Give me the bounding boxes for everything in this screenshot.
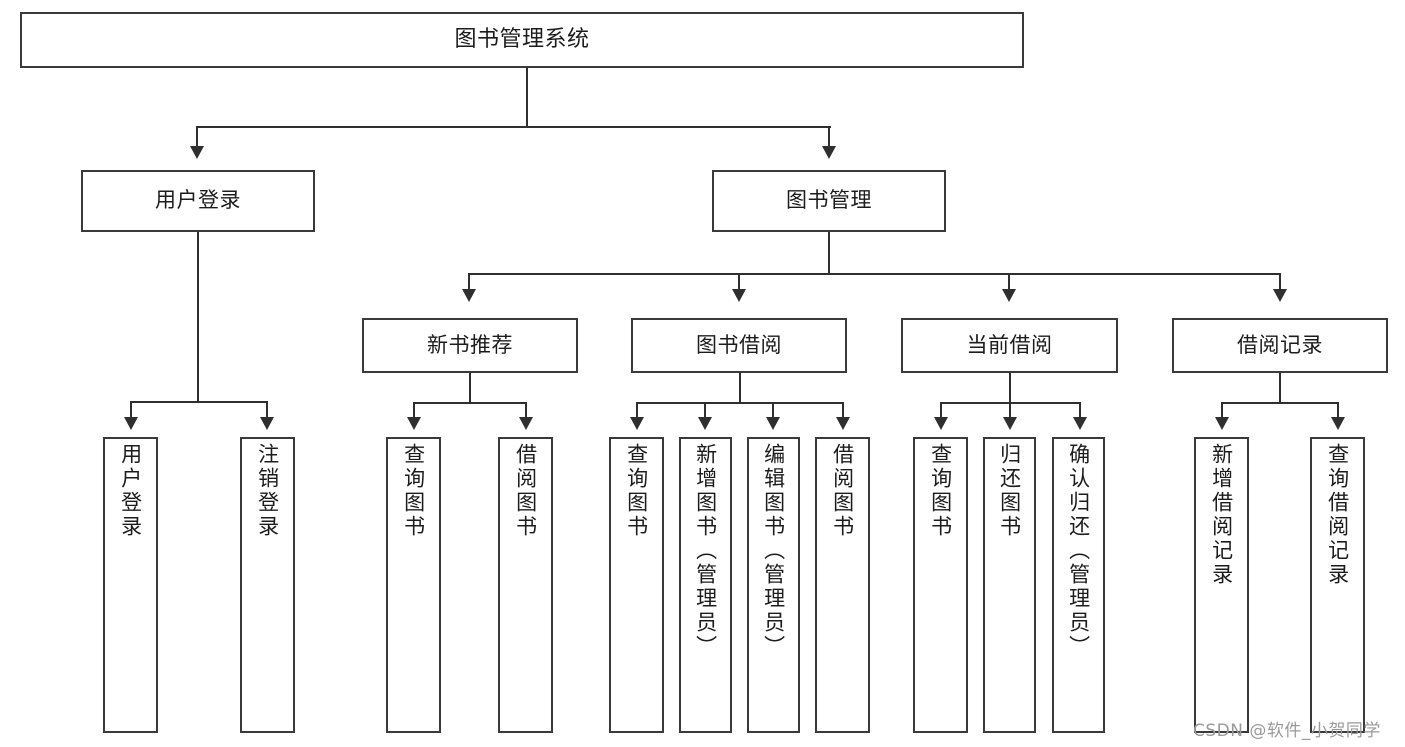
node-label: 图书管理系统 — [454, 26, 590, 52]
connector-root-bus — [197, 126, 831, 128]
node-new-book-recommend[interactable]: 新书推荐 — [362, 318, 578, 373]
connector-bookmanage-c4 — [1279, 273, 1281, 290]
node-label: 借阅记录 — [1237, 332, 1323, 357]
connector-root-to-book-manage — [828, 126, 830, 148]
leaf-new-book-borrow[interactable]: 借阅图书 — [498, 437, 553, 733]
connector-bookborrow-stem — [739, 373, 741, 403]
leaf-current-borrow-query[interactable]: 查询图书 — [913, 437, 968, 733]
connector-bookmanage-c3 — [1008, 273, 1010, 290]
arrow-bookmanage-c4 — [1273, 289, 1287, 302]
node-label: 编辑图书（管理员） — [761, 443, 786, 659]
connector-currentborrow-b1 — [940, 402, 942, 418]
csdn-watermark: CSDN @软件_小贺同学 — [1193, 721, 1381, 741]
connector-bookmanage-c2 — [738, 273, 740, 290]
leaf-user-login-signout[interactable]: 注销登录 — [240, 437, 295, 733]
connector-bookborrow-bus — [637, 402, 844, 404]
connector-bookborrow-b2 — [704, 402, 706, 418]
arrow-bookmanage-c1 — [462, 289, 476, 302]
node-label: 用户登录 — [118, 443, 143, 539]
arrow-bookborrow-b1 — [630, 417, 644, 430]
arrow-borrowrecord-b2 — [1331, 417, 1345, 430]
connector-borrowrecord-stem — [1279, 373, 1281, 403]
connector-currentborrow-stem — [1009, 373, 1011, 403]
connector-newbook-b2 — [525, 402, 527, 418]
connector-bookborrow-b3 — [772, 402, 774, 418]
connector-userlogin-b2 — [266, 401, 268, 418]
node-label: 确认归还（管理员） — [1066, 443, 1091, 659]
node-label: 图书借阅 — [696, 332, 782, 357]
connector-currentborrow-b3 — [1079, 402, 1081, 418]
leaf-borrow-record-query[interactable]: 查询借阅记录 — [1310, 437, 1365, 733]
arrow-userlogin-b1 — [124, 417, 138, 430]
node-label: 图书管理 — [786, 188, 872, 213]
arrow-newbook-b1 — [407, 417, 421, 430]
arrow-bookmanage-c3 — [1002, 289, 1016, 302]
connector-root-stem — [526, 68, 528, 127]
node-label: 新书推荐 — [427, 332, 513, 357]
connector-newbook-b1 — [413, 402, 415, 418]
node-root-book-management-system[interactable]: 图书管理系统 — [20, 12, 1024, 68]
node-current-borrow[interactable]: 当前借阅 — [901, 318, 1118, 373]
arrow-bookmanage-c2 — [732, 289, 746, 302]
node-book-management[interactable]: 图书管理 — [712, 170, 946, 232]
leaf-user-login-signin[interactable]: 用户登录 — [103, 437, 158, 733]
leaf-borrow-record-add[interactable]: 新增借阅记录 — [1194, 437, 1249, 733]
node-user-login[interactable]: 用户登录 — [81, 170, 315, 232]
arrow-bookborrow-b4 — [836, 417, 850, 430]
connector-bookborrow-b1 — [636, 402, 638, 418]
connector-borrowrecord-bus — [1222, 402, 1339, 404]
arrow-newbook-b2 — [519, 417, 533, 430]
connector-bookmanage-bus — [469, 273, 1281, 275]
node-label: 查询图书 — [928, 443, 953, 539]
arrow-currentborrow-b2 — [1003, 417, 1017, 430]
node-label: 查询借阅记录 — [1325, 443, 1350, 587]
connector-userlogin-stem — [197, 232, 199, 402]
leaf-book-borrow-add[interactable]: 新增图书（管理员） — [679, 437, 732, 733]
arrow-root-to-book-manage — [822, 146, 836, 159]
arrow-root-to-user-login — [190, 146, 204, 159]
connector-root-to-user-login — [196, 126, 198, 148]
leaf-book-borrow-query[interactable]: 查询图书 — [609, 437, 664, 733]
node-label: 当前借阅 — [966, 332, 1053, 357]
node-label: 查询图书 — [624, 443, 649, 539]
arrow-borrowrecord-b1 — [1215, 417, 1229, 430]
arrow-userlogin-b2 — [260, 417, 274, 430]
arrow-bookborrow-b2 — [698, 417, 712, 430]
leaf-current-borrow-return[interactable]: 归还图书 — [983, 437, 1036, 733]
connector-newbook-bus — [414, 402, 527, 404]
connector-bookborrow-b4 — [842, 402, 844, 418]
arrow-currentborrow-b1 — [934, 417, 948, 430]
leaf-book-borrow-edit[interactable]: 编辑图书（管理员） — [747, 437, 800, 733]
connector-borrowrecord-b2 — [1337, 402, 1339, 418]
arrow-currentborrow-b3 — [1073, 417, 1087, 430]
connector-newbook-stem — [469, 373, 471, 403]
connector-bookmanage-c1 — [468, 273, 470, 290]
node-label: 查询图书 — [401, 443, 426, 539]
node-label: 归还图书 — [997, 443, 1022, 539]
node-label: 新增借阅记录 — [1209, 443, 1234, 587]
node-borrow-record[interactable]: 借阅记录 — [1172, 318, 1388, 373]
connector-borrowrecord-b1 — [1221, 402, 1223, 418]
node-label: 借阅图书 — [513, 443, 538, 539]
connector-userlogin-bus — [131, 401, 267, 403]
connector-currentborrow-b2 — [1009, 402, 1011, 418]
node-label: 新增图书（管理员） — [693, 443, 718, 659]
leaf-new-book-query[interactable]: 查询图书 — [386, 437, 441, 733]
node-label: 注销登录 — [255, 443, 280, 539]
arrow-bookborrow-b3 — [766, 417, 780, 430]
node-label: 用户登录 — [155, 188, 241, 213]
node-label: 借阅图书 — [830, 443, 855, 539]
leaf-book-borrow-borrow[interactable]: 借阅图书 — [815, 437, 870, 733]
connector-bookmanage-stem — [828, 232, 830, 274]
connector-currentborrow-bus — [941, 402, 1081, 404]
leaf-current-borrow-confirm-return[interactable]: 确认归还（管理员） — [1052, 437, 1105, 733]
node-book-borrow[interactable]: 图书借阅 — [631, 318, 847, 373]
connector-userlogin-b1 — [130, 401, 132, 418]
